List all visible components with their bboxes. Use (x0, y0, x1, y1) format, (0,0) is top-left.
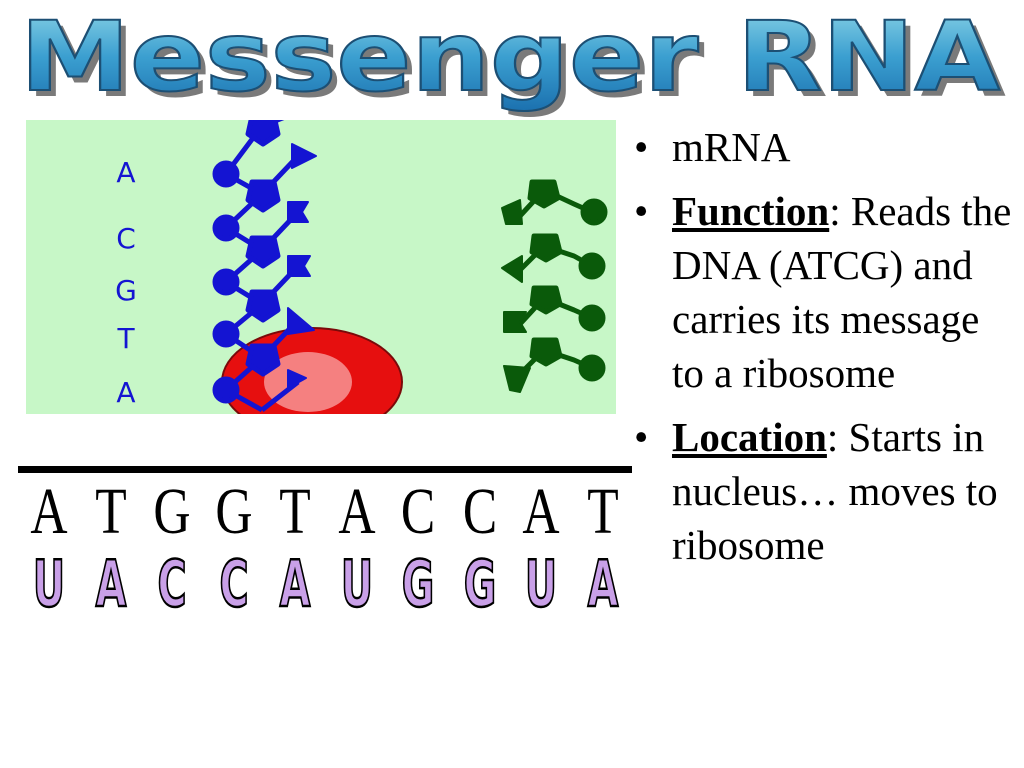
location-term: Location (672, 414, 827, 460)
bullet-item-function: • Function: Reads the DNA (ATCG) and car… (630, 184, 1020, 400)
strand-letter: A (116, 376, 135, 409)
dna-strand (212, 120, 317, 413)
dna-base: A (30, 475, 68, 548)
rna-base: A (587, 548, 619, 622)
bullet-list: • mRNA • Function: Reads the DNA (ATCG) … (630, 120, 1020, 582)
function-term: Function (672, 188, 830, 234)
strand-letter: G (115, 274, 137, 307)
dna-base: C (401, 475, 436, 548)
title-text: Messenger RNA (20, 1, 1000, 113)
dna-base: C (462, 475, 498, 548)
dna-sequence: A T G G T A C C A T (20, 475, 632, 548)
rna-base: A (94, 548, 126, 622)
dna-base: A (338, 475, 376, 548)
dna-transcription-illustration: A C G T A (26, 120, 616, 414)
dna-base: A (522, 475, 560, 548)
strand-letter: C (116, 222, 136, 255)
bullet-item-location: • Location: Starts in nucleus… moves to … (630, 410, 1020, 572)
ribosome-inner (264, 352, 352, 412)
rna-base: C (218, 548, 249, 622)
dna-base: T (587, 475, 619, 548)
title-shadow: Messenger RNA (26, 7, 1006, 119)
sequence-divider (18, 466, 632, 473)
rna-base: U (340, 548, 374, 622)
bullet-dot: • (634, 124, 649, 170)
strand-letter: A (116, 156, 135, 189)
bullet-dot: • (634, 188, 649, 234)
location-description: : Starts in nucleus… moves to ribosome (672, 414, 998, 568)
bullet-text: mRNA (672, 124, 791, 170)
slide-title: Messenger RNA Messenger RNA (19, 0, 1006, 119)
mrna-nucleotides (501, 179, 608, 393)
function-description: : Reads the DNA (ATCG) and carries its m… (672, 188, 1012, 396)
dna-base: G (153, 475, 191, 548)
rna-base: U (524, 548, 558, 622)
rna-base: U (32, 548, 66, 622)
strand-letter: T (116, 322, 135, 355)
rna-base: C (157, 548, 188, 622)
bullet-dot: • (634, 414, 649, 460)
rna-base: A (279, 548, 311, 622)
dna-base: T (94, 475, 127, 548)
dna-base: T (279, 475, 311, 548)
rna-base: G (463, 548, 497, 622)
dna-base: G (215, 475, 253, 548)
rna-base: G (401, 548, 435, 622)
rna-sequence: U A C C A U G G U A (20, 548, 632, 622)
bullet-item-mrna: • mRNA (630, 120, 1020, 174)
